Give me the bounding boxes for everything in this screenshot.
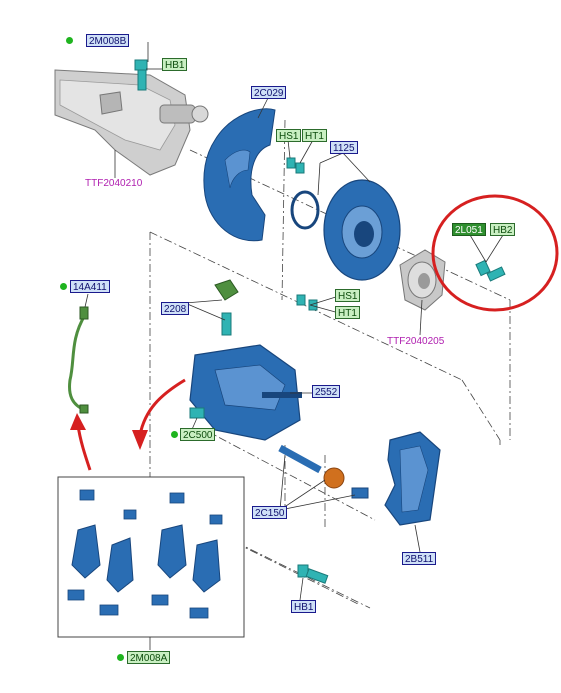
bolt-hb1-bottom bbox=[297, 564, 329, 584]
callout-2m008b: 2M008B bbox=[86, 34, 130, 47]
callout-hb2: HB2 bbox=[490, 223, 516, 236]
callout-ht1-top: HT1 bbox=[302, 129, 327, 142]
red-arrows bbox=[70, 378, 186, 471]
callout-2m008a: 2M008A bbox=[127, 651, 171, 664]
callout-14a411: 14A411 bbox=[70, 280, 110, 293]
callout-2c029: 2C029 bbox=[251, 86, 287, 99]
steering-knuckle bbox=[54, 69, 209, 176]
brake-pads bbox=[71, 524, 221, 593]
caliper-bolt bbox=[189, 407, 205, 419]
callout-1125: 1125 bbox=[330, 141, 358, 154]
bleed-screw bbox=[214, 279, 239, 336]
screw-hs1-mid bbox=[296, 294, 318, 311]
brake-disc bbox=[323, 179, 401, 281]
leader-lines bbox=[84, 42, 504, 650]
hub-bolt bbox=[475, 259, 506, 282]
wear-sensor bbox=[68, 306, 89, 414]
callout-hs1-mid: HS1 bbox=[335, 289, 361, 302]
assembly-guide-lines bbox=[149, 119, 511, 609]
reference-knuckle: TTF2040210 bbox=[85, 178, 143, 189]
callout-ht1-mid: HT1 bbox=[335, 306, 360, 319]
callout-2c500: 2C500 bbox=[180, 428, 216, 441]
callout-2b511: 2B511 bbox=[402, 552, 437, 565]
reference-hub: TTF2040205 bbox=[387, 336, 445, 347]
callout-hb1-bottom: HB1 bbox=[291, 600, 317, 613]
callout-2208: 2208 bbox=[161, 302, 190, 315]
status-dot bbox=[66, 37, 73, 44]
callout-hb1-top: HB1 bbox=[162, 58, 188, 71]
status-dot bbox=[117, 654, 124, 661]
status-dot bbox=[171, 431, 178, 438]
splash-shield bbox=[203, 108, 276, 242]
callout-hs1-top: HS1 bbox=[276, 129, 302, 142]
brake-caliper bbox=[189, 344, 302, 441]
bolt-hb1-top bbox=[134, 59, 148, 91]
caliper-bracket bbox=[384, 431, 441, 526]
pad-clips bbox=[67, 489, 223, 619]
callout-2l051: 2L051 bbox=[452, 223, 486, 236]
guide-pins bbox=[278, 444, 369, 499]
callout-2c150: 2C150 bbox=[252, 506, 288, 519]
wheel-hub bbox=[399, 249, 446, 311]
status-dot bbox=[60, 283, 67, 290]
snap-ring bbox=[290, 190, 320, 230]
callout-2552: 2552 bbox=[312, 385, 341, 398]
highlight-circle bbox=[431, 194, 559, 312]
